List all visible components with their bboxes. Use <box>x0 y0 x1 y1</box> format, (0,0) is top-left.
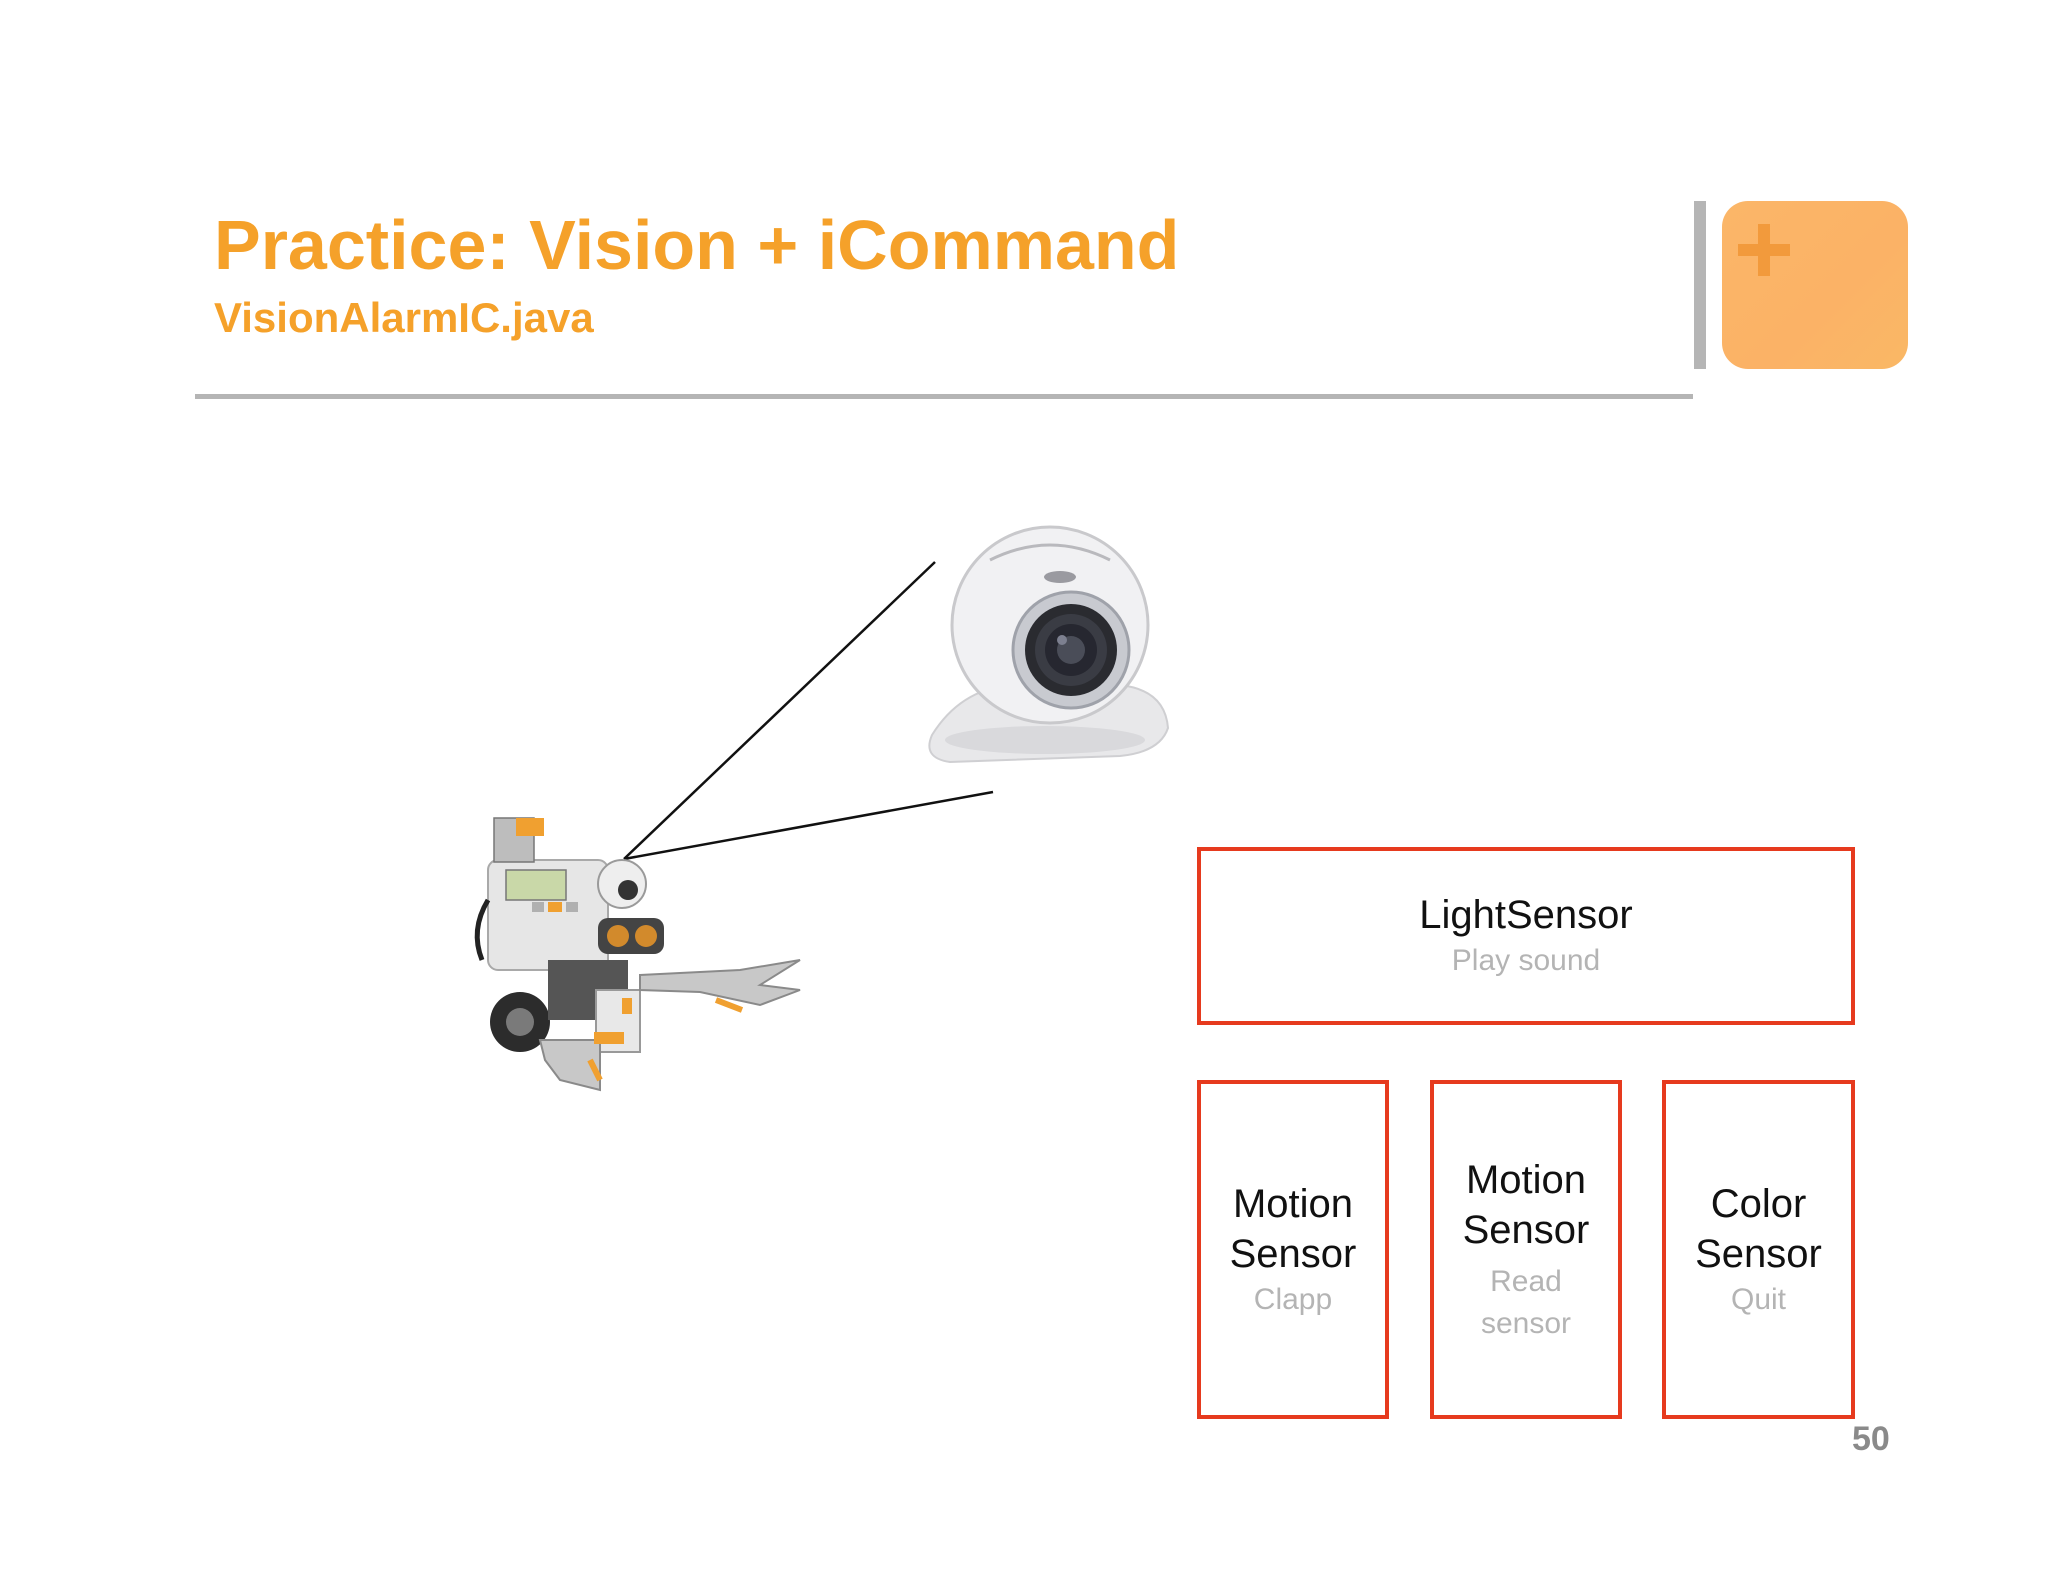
webcam-image <box>928 525 1170 764</box>
plus-icon <box>1738 224 1790 276</box>
lego-robot-image <box>474 817 801 1092</box>
accent-bar <box>1694 201 1706 369</box>
motion-sensor-1-label-line2: Sensor <box>1229 1231 1357 1276</box>
color-sensor-box: Color Sensor Quit <box>1662 1080 1855 1419</box>
page-number: 50 <box>1852 1420 1890 1458</box>
motion-sensor-1-label-line1: Motion <box>1232 1181 1354 1226</box>
motion-sensor-2-label-line2: Sensor <box>1462 1207 1590 1252</box>
slide-subtitle: VisionAlarmIC.java <box>214 294 594 341</box>
color-sensor-label-line2: Sensor <box>1695 1231 1822 1276</box>
lightsensor-label: LightSensor <box>1419 893 1633 937</box>
plus-logo-box <box>1722 201 1908 369</box>
color-sensor-action: Quit <box>1730 1282 1787 1316</box>
lightsensor-box: LightSensor Play sound <box>1197 847 1855 1025</box>
motion-sensor-box-1: Motion Sensor Clapp <box>1197 1080 1389 1419</box>
view-line-upper <box>623 561 936 860</box>
motion-sensor-box-2: Motion Sensor Read sensor <box>1430 1080 1622 1419</box>
motion-sensor-2-label-line1: Motion <box>1465 1157 1587 1202</box>
slide-title: Practice: Vision + iCommand <box>214 206 1180 284</box>
view-line-lower <box>623 790 994 861</box>
lightsensor-action: Play sound <box>1451 944 1601 977</box>
motion-sensor-1-action: Clapp <box>1253 1282 1333 1316</box>
title-divider <box>195 394 1693 399</box>
color-sensor-label-line1: Color <box>1710 1181 1807 1226</box>
motion-sensor-2-action-line1: Read <box>1490 1264 1562 1298</box>
motion-sensor-2-action-line2: sensor <box>1480 1306 1572 1340</box>
